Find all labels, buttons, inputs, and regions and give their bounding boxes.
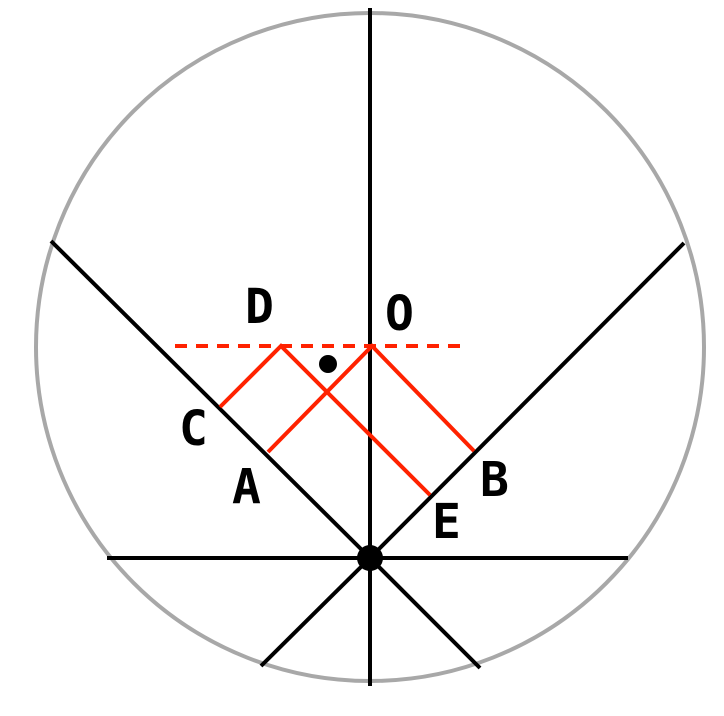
label-d: D [245, 279, 274, 335]
lower-left-diagonal-line [259, 556, 372, 668]
lower-right-diagonal-line [368, 556, 482, 670]
label-o: O [385, 286, 414, 342]
marked-point [319, 355, 337, 373]
label-b: B [480, 452, 509, 508]
center-point [357, 545, 383, 571]
label-c: C [179, 401, 208, 457]
path-c-d-e [218, 343, 432, 497]
red-paths [218, 343, 476, 497]
label-e: E [432, 494, 461, 550]
left-diagonal-line [49, 239, 372, 560]
right-diagonal-line [368, 241, 686, 560]
path-a-o-b [266, 343, 476, 454]
label-a: A [232, 459, 261, 515]
